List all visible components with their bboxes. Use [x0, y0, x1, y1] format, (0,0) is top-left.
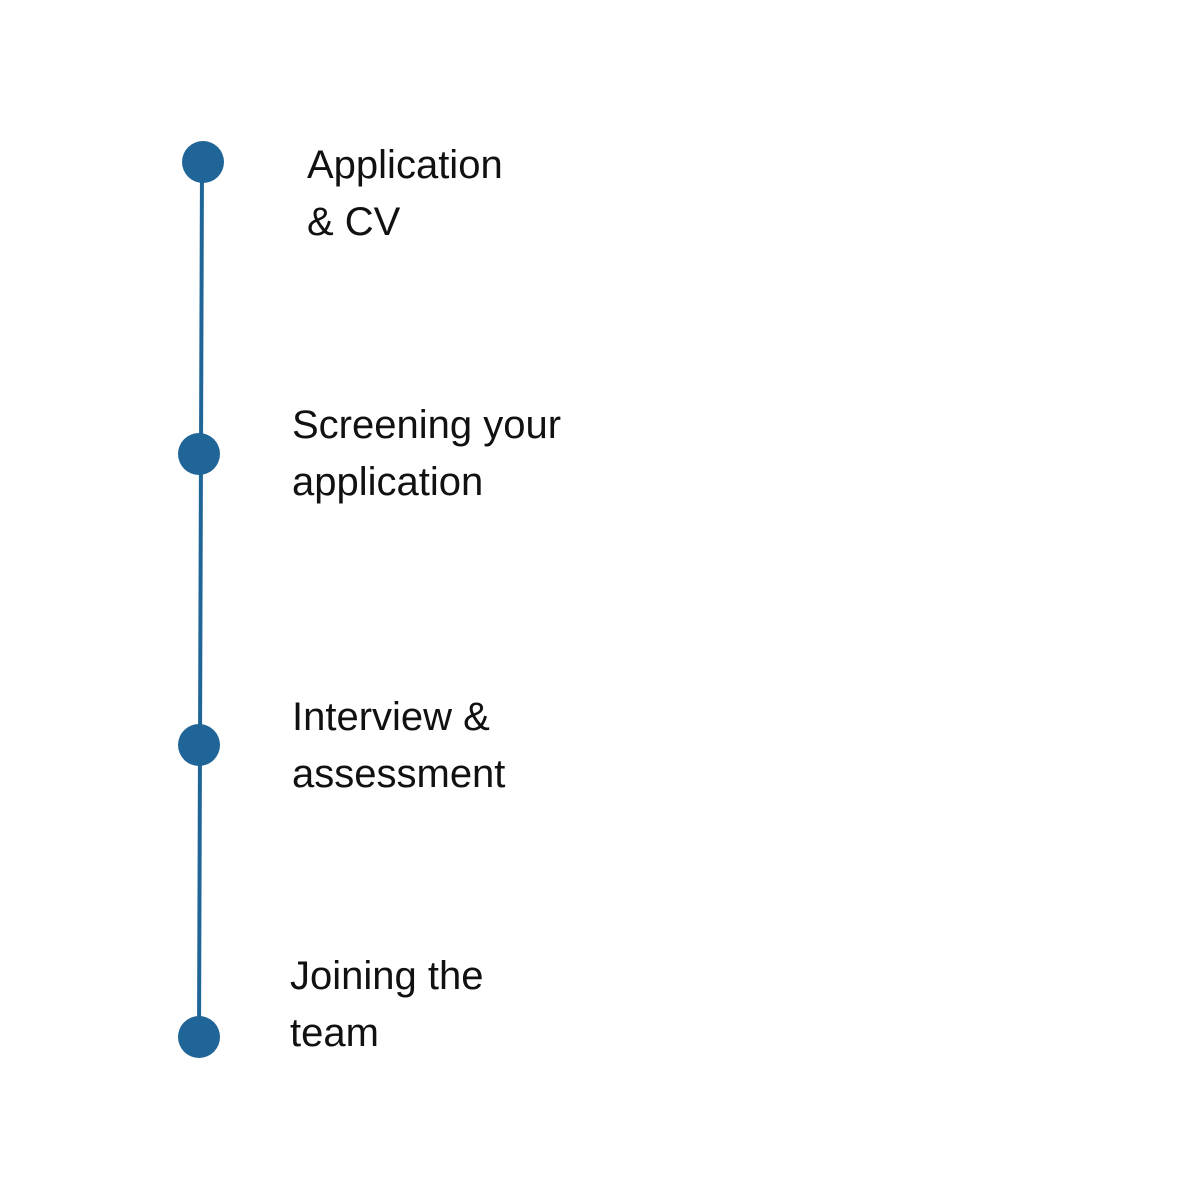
step-3-marker [178, 724, 220, 766]
step-1-marker [182, 141, 224, 183]
step-3-label: Interview & assessment [292, 689, 505, 803]
step-4-marker [178, 1016, 220, 1058]
step-4-label: Joining the team [290, 948, 483, 1062]
step-1-label: Application & CV [307, 137, 503, 251]
step-4-label-line-2: team [290, 1011, 379, 1055]
step-2-label: Screening your application [292, 397, 561, 511]
step-4-label-line-1: Joining the [290, 954, 484, 998]
step-3-label-line-1: Interview & [292, 695, 490, 739]
timeline-connector-line [197, 160, 204, 1039]
step-1-label-line-2: & CV [307, 200, 401, 244]
step-2-label-line-2: application [292, 460, 484, 504]
step-2-marker [178, 433, 220, 475]
step-1-label-line-1: Application [307, 143, 503, 187]
step-2-label-line-1: Screening your [292, 403, 562, 447]
step-3-label-line-2: assessment [292, 752, 506, 796]
